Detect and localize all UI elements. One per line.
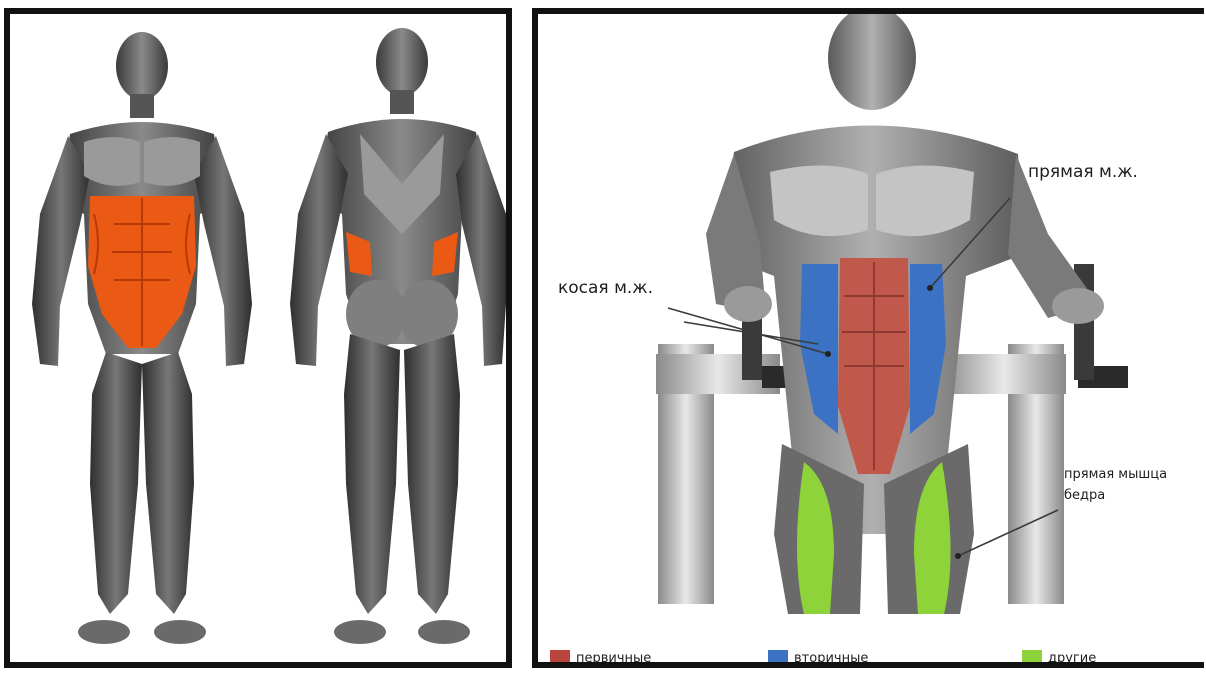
muscle-legend: первичные вторичные другие xyxy=(538,650,1204,668)
left-anatomy-panel xyxy=(4,8,512,668)
legend-item-secondary: вторичные xyxy=(768,650,868,666)
label-rectus-abdominis: прямая м.ж. xyxy=(1028,162,1138,182)
legend-item-other: другие xyxy=(1022,650,1096,666)
legend-label-secondary: вторичные xyxy=(794,651,868,666)
head xyxy=(828,14,916,110)
left-hand xyxy=(724,286,772,322)
right-exercise-panel: прямая м.ж. косая м.ж. прямая мышца бедр… xyxy=(532,8,1204,668)
legend-item-primary: первичные xyxy=(550,650,651,666)
legend-swatch-secondary xyxy=(768,650,788,666)
legend-label-primary: первичные xyxy=(576,651,651,666)
anatomy-front-back-figures xyxy=(10,14,506,662)
legend-swatch-other xyxy=(1022,650,1042,666)
label-oblique: косая м.ж. xyxy=(558,278,653,298)
exercise-illustration xyxy=(538,14,1204,668)
right-hand xyxy=(1052,288,1104,324)
front-figure xyxy=(32,32,252,644)
legend-swatch-primary xyxy=(550,650,570,666)
label-rectus-femoris: прямая мышца бедра xyxy=(1064,464,1194,506)
legend-label-other: другие xyxy=(1048,651,1096,666)
back-figure xyxy=(290,28,506,644)
